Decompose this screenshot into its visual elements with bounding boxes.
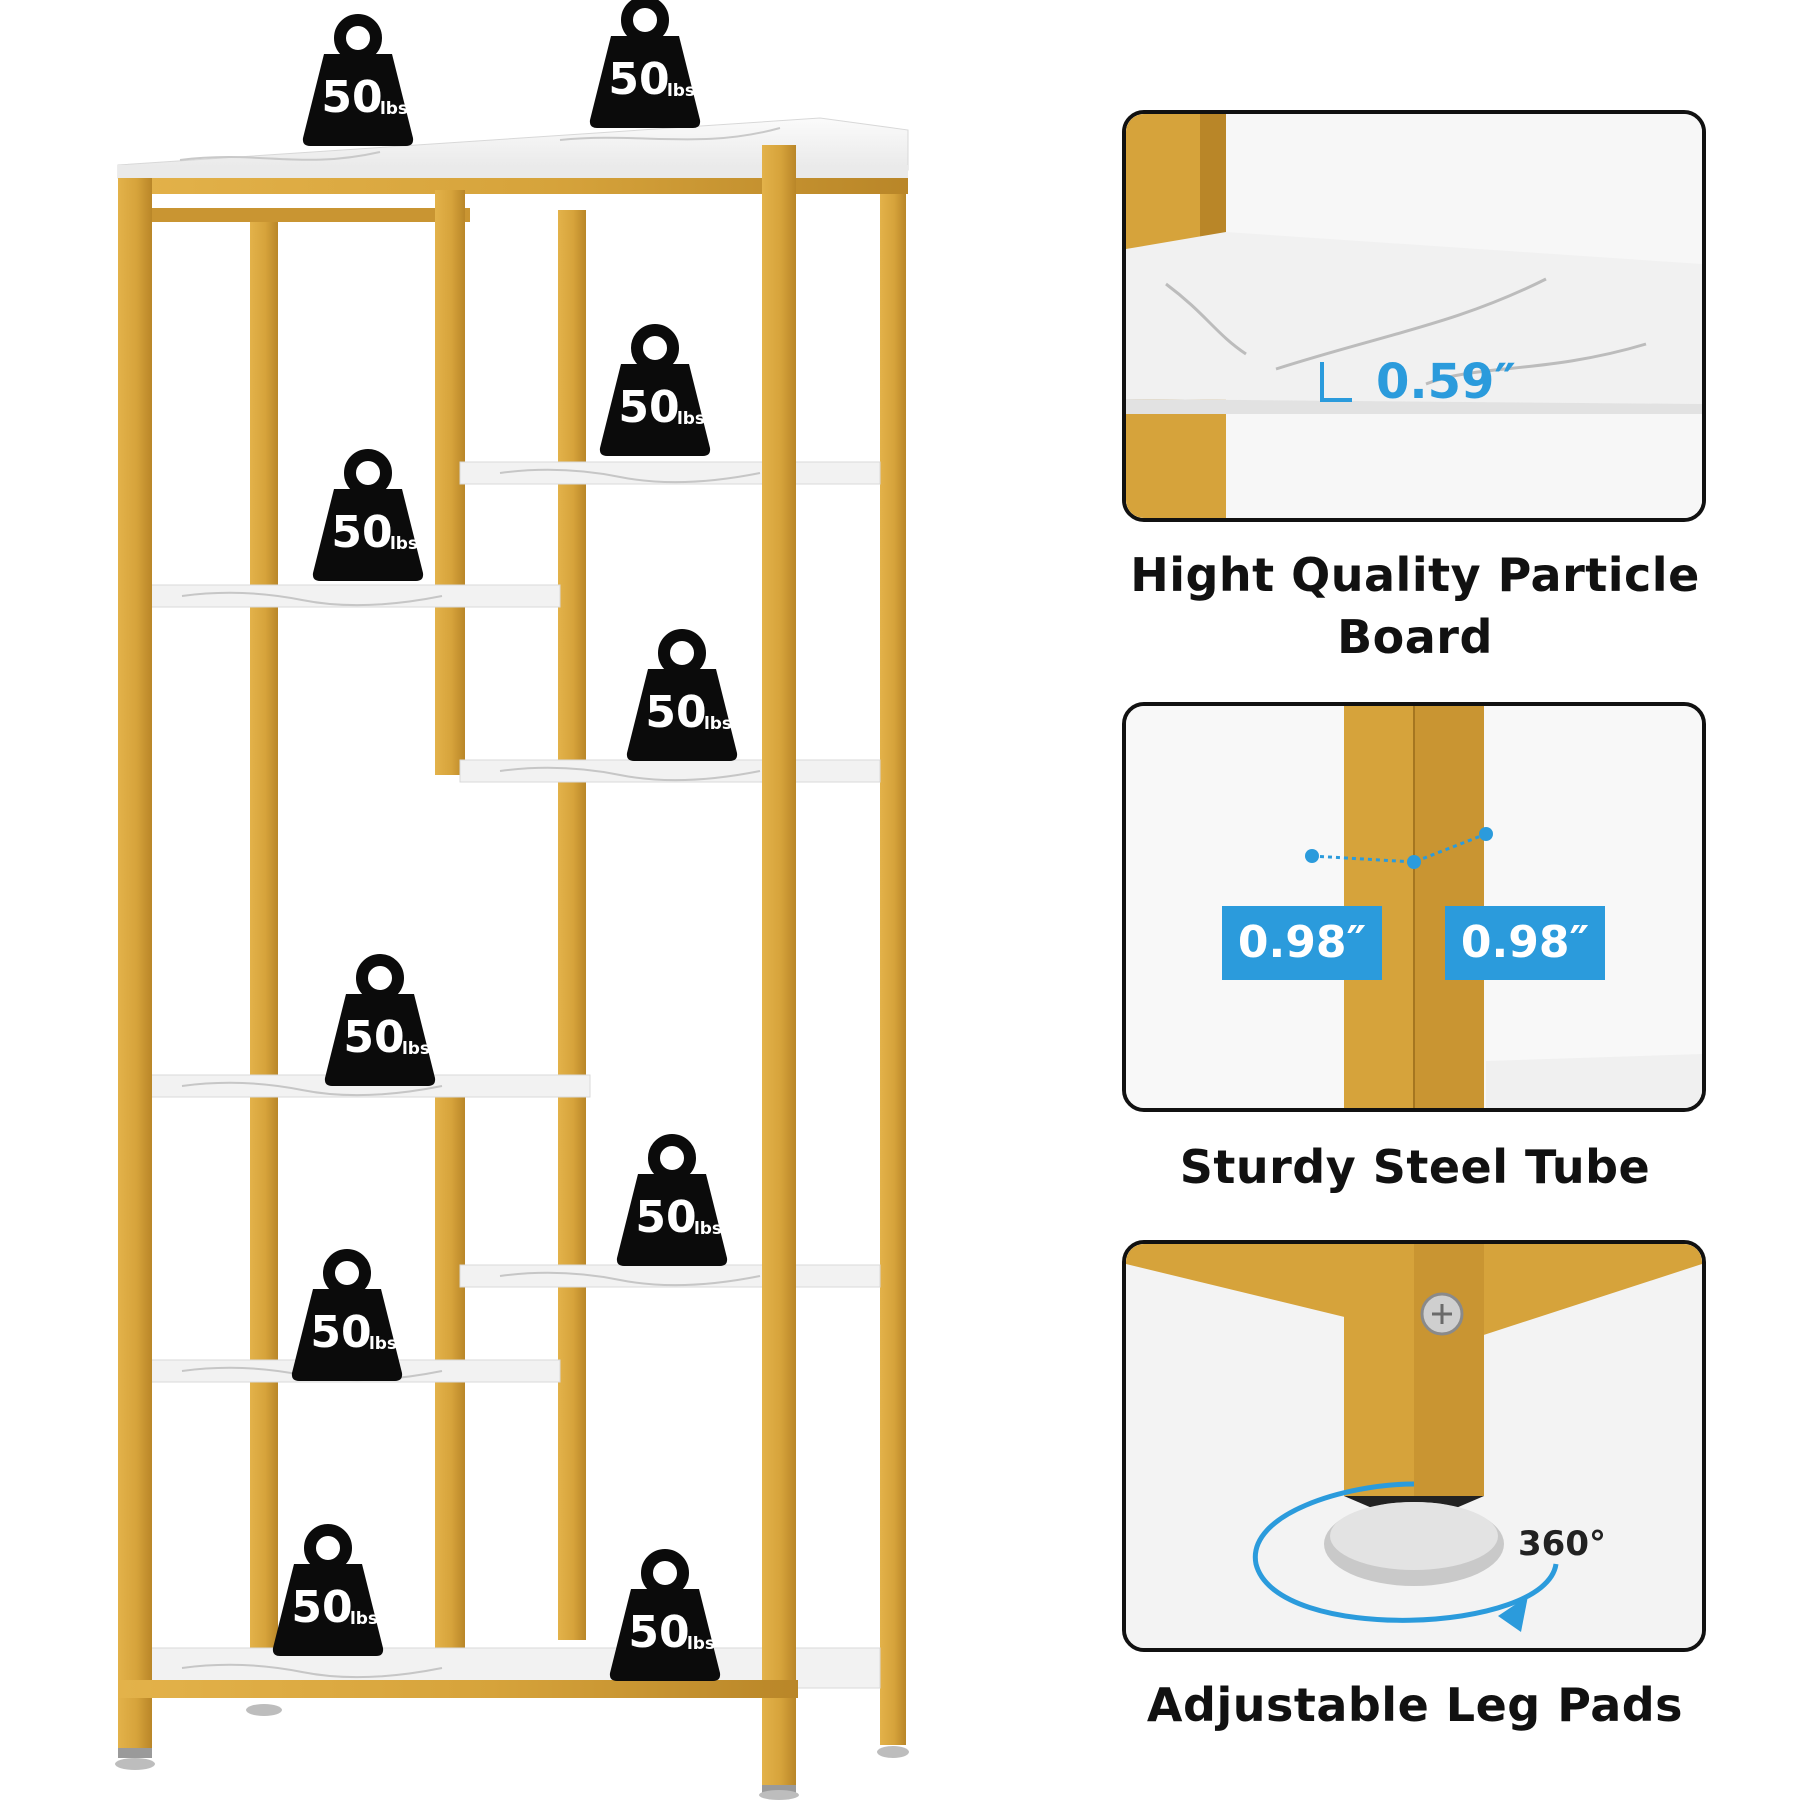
weight-value: 50 [343, 1012, 404, 1063]
shelf-board [141, 584, 561, 608]
bookshelf-illustration: 50lbs50lbs50lbs50lbs50lbs50lbs50lbs50lbs… [115, 0, 909, 1800]
weight-unit: lbs [694, 1219, 722, 1239]
weight-value: 50 [608, 54, 669, 105]
weight-icons: 50lbs50lbs50lbs50lbs50lbs50lbs50lbs50lbs… [272, 0, 738, 1681]
board-thickness-label: 0.59″ [1376, 354, 1516, 410]
tube-depth-label: 0.98″ [1445, 906, 1605, 980]
weight-unit: lbs [677, 409, 705, 429]
weight-value: 50 [331, 507, 392, 558]
steel-tube-closeup [1126, 706, 1702, 1108]
shelf-board [459, 1264, 881, 1288]
weight-unit: lbs [390, 534, 418, 554]
weight-value: 50 [310, 1307, 371, 1358]
divider-posts [435, 190, 465, 1670]
particle-board-closeup [1126, 114, 1702, 518]
weight-value: 50 [635, 1192, 696, 1243]
shelf-board [459, 461, 881, 485]
steel-tube-panel: 0.98″ 0.98″ [1122, 702, 1706, 1112]
weight-value: 50 [628, 1607, 689, 1658]
weight-unit: lbs [704, 714, 732, 734]
rotation-arrow-icon [1252, 1481, 1559, 1623]
back-posts [250, 185, 906, 1745]
leg-pads [115, 1704, 909, 1800]
thickness-bracket-icon [1320, 362, 1352, 402]
weight-unit: lbs [402, 1039, 430, 1059]
weight-value: 50 [321, 72, 382, 123]
weight-unit: lbs [380, 99, 408, 119]
top-board [117, 117, 909, 179]
particle-board-caption: Hight Quality Particle Board [1080, 544, 1750, 668]
weight-unit: lbs [350, 1609, 378, 1629]
caption-line: Hight Quality Particle [1130, 548, 1700, 602]
steel-tube-caption: Sturdy Steel Tube [1179, 1140, 1651, 1194]
leg-pad-closeup [1126, 1244, 1702, 1648]
weight-unit: lbs [667, 81, 695, 101]
tube-width-label: 0.98″ [1222, 906, 1382, 980]
weight-value: 50 [291, 1582, 352, 1633]
leg-pads-panel: 360° [1122, 1240, 1706, 1652]
weight-unit: lbs [369, 1334, 397, 1354]
weight-unit: lbs [687, 1634, 715, 1654]
particle-board-panel: 0.59″ [1122, 110, 1706, 522]
weight-value: 50 [645, 687, 706, 738]
front-posts [118, 145, 798, 1785]
rotation-label: 360° [1518, 1524, 1606, 1564]
shelf-board [459, 759, 881, 783]
top-back-rail [150, 208, 470, 222]
leg-pads-caption: Adjustable Leg Pads [1146, 1678, 1684, 1732]
caption-line: Board [1337, 610, 1493, 664]
top-rail [118, 178, 908, 194]
weight-value: 50 [618, 382, 679, 433]
